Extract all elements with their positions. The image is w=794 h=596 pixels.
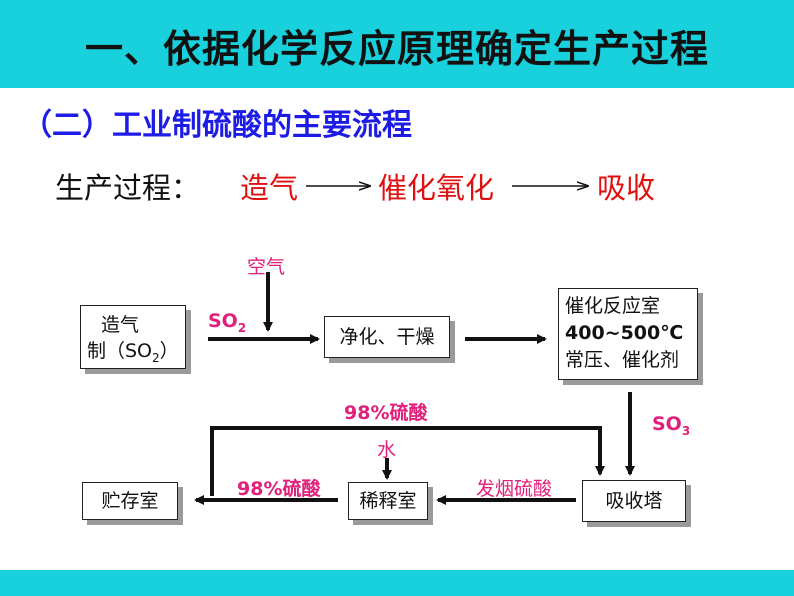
- box-make-gas-line1: 造气: [101, 314, 140, 336]
- box-dilution-chamber-label: 稀释室: [359, 490, 417, 512]
- box-make-gas: 造气 制（SO2）: [80, 305, 186, 369]
- box-reactor-line1: 催化反应室: [565, 295, 661, 317]
- box-purify-dry-label: 净化、干燥: [339, 326, 435, 348]
- label-98-acid-bottom: 98%硫酸: [237, 478, 321, 500]
- box-absorption-tower-label: 吸收塔: [605, 490, 663, 512]
- box-dilution-chamber: 稀释室: [348, 482, 428, 520]
- box-reactor-line2: 400~500℃: [565, 322, 684, 344]
- box-catalytic-reactor: 催化反应室 400~500℃ 常压、催化剂: [558, 288, 698, 380]
- label-so3: SO3: [652, 413, 691, 438]
- process-step-absorption: 吸收: [597, 171, 656, 205]
- label-98-acid-top: 98%硫酸: [344, 402, 428, 424]
- section-subtitle: （二）工业制硫酸的主要流程: [22, 108, 412, 143]
- footer-bar: [0, 570, 794, 596]
- box-storage-chamber-label: 贮存室: [101, 490, 159, 512]
- box-purify-dry: 净化、干燥: [324, 316, 450, 358]
- acid-recycle-arrow: [210, 426, 605, 496]
- box-make-gas-line2: 制（SO2）: [87, 340, 179, 365]
- box-reactor-line3: 常压、催化剂: [565, 349, 680, 371]
- process-step-make-gas: 造气: [240, 171, 299, 205]
- label-so2: SO2: [208, 310, 247, 335]
- header-bar: [0, 0, 794, 88]
- box-absorption-tower: 吸收塔: [582, 480, 686, 522]
- process-step-catalytic-oxidation: 催化氧化: [378, 171, 495, 205]
- label-water: 水: [377, 439, 397, 461]
- box-storage-chamber: 贮存室: [82, 482, 178, 520]
- label-oleum: 发烟硫酸: [476, 478, 553, 500]
- label-air: 空气: [247, 256, 286, 278]
- process-label: 生产过程：: [55, 171, 201, 205]
- page-title: 一、依据化学反应原理确定生产过程: [84, 27, 709, 71]
